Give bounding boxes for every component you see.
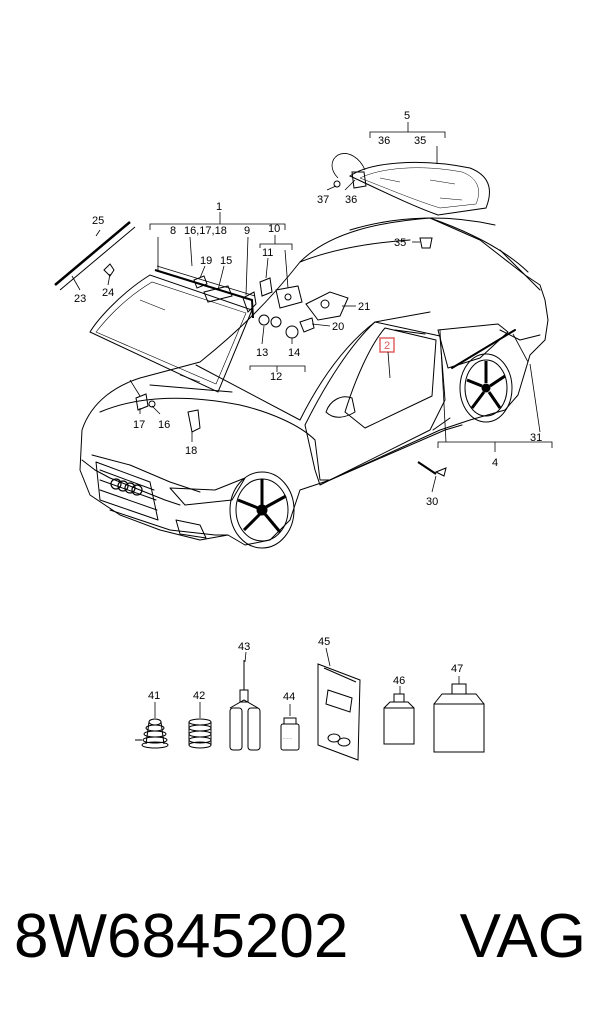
callout-30: 30: [426, 496, 438, 508]
callout-10: 10: [268, 223, 280, 235]
callout-35-top: 35: [414, 135, 426, 147]
callout-5: 5: [404, 110, 410, 122]
callout-35: 35: [394, 237, 406, 249]
callout-45: 45: [318, 636, 330, 648]
adhesive-cartridge-43: [229, 660, 261, 751]
svg-text:_ _ _: _ _ _: [282, 734, 293, 739]
callout-17: 17: [133, 419, 145, 431]
callout-41: 41: [148, 690, 160, 702]
quarter-trim-strip: [451, 329, 516, 369]
adhesive-kit-45: [317, 663, 361, 761]
callout-16-17-18: 16,17,18: [184, 225, 227, 237]
windshield-seal: [154, 269, 254, 319]
callout-16: 16: [158, 419, 170, 431]
callout-23: 23: [74, 293, 86, 305]
callout-44: 44: [283, 691, 295, 703]
sealing-cord-41: [135, 718, 169, 749]
callout-43: 43: [238, 641, 250, 653]
part-number: 8W6845202: [14, 902, 349, 971]
callout-8: 8: [170, 225, 176, 237]
audi-rings: [110, 478, 143, 496]
accessories: _ _ _: [135, 647, 485, 761]
callout-18: 18: [185, 445, 197, 457]
rain-sensor: [203, 285, 233, 303]
accessory-labels: 41 42 43 44 45 46 47: [148, 636, 463, 703]
callout-11: 11: [262, 247, 273, 259]
car-illustration: [79, 217, 549, 546]
rear-window: [349, 162, 490, 216]
rear-window-group: [331, 153, 490, 249]
quarter-window: [437, 323, 509, 369]
callout-31: 31: [530, 432, 542, 444]
cleaner-bottle-46: [383, 693, 415, 745]
callout-20: 20: [332, 321, 344, 333]
callout-14: 14: [288, 347, 300, 359]
callout-13: 13: [256, 347, 268, 359]
bolt-30: [434, 467, 447, 477]
leader-lines: [71, 122, 553, 493]
callout-36-top: 36: [378, 135, 390, 147]
side-mirror: [325, 396, 356, 418]
a-pillar-molding: [54, 221, 131, 286]
callout-15: 15: [220, 255, 232, 267]
primer-bottle-44: _ _ _: [280, 717, 300, 751]
rear-spoiler-line: [349, 217, 496, 231]
callout-25: 25: [92, 215, 104, 227]
callout-47: 47: [451, 663, 463, 675]
windshield-group: [54, 221, 256, 393]
callout-4: 4: [492, 457, 498, 469]
clips-and-brackets: [135, 275, 447, 477]
front-wheel: [229, 471, 295, 549]
callout-2: 2: [384, 340, 390, 352]
cleaner-bottle-47: [433, 683, 485, 753]
callout-labels: 1 8 16,17,18 9 10 11 19 15 21 20 13 14 1…: [74, 110, 542, 508]
door-window: [344, 327, 437, 429]
rear-wheel: [459, 353, 513, 423]
callout-12: 12: [270, 371, 282, 383]
callout-1: 1: [216, 201, 222, 213]
headlight: [169, 477, 246, 506]
front-grille: [95, 461, 159, 521]
windshield: [89, 274, 253, 393]
highlight-box: [379, 337, 395, 353]
callout-42: 42: [193, 690, 205, 702]
callout-19: 19: [200, 255, 212, 267]
part-number-footer: 8W6845202 VAG: [14, 892, 586, 982]
car-outline: [79, 217, 549, 546]
callout-21: 21: [358, 301, 370, 313]
callout-9: 9: [244, 225, 250, 237]
mirror-base: [305, 291, 349, 321]
sealing-cord-42: [188, 718, 212, 749]
parts-diagram: 1 8 16,17,18 9 10 11 19 15 21 20 13 14 1…: [54, 110, 553, 761]
callout-24: 24: [102, 287, 114, 299]
door-outline: [304, 321, 446, 486]
callout-46: 46: [393, 675, 405, 687]
brand-name: VAG: [459, 902, 586, 971]
callout-37: 37: [317, 194, 329, 206]
callout-36: 36: [345, 194, 357, 206]
